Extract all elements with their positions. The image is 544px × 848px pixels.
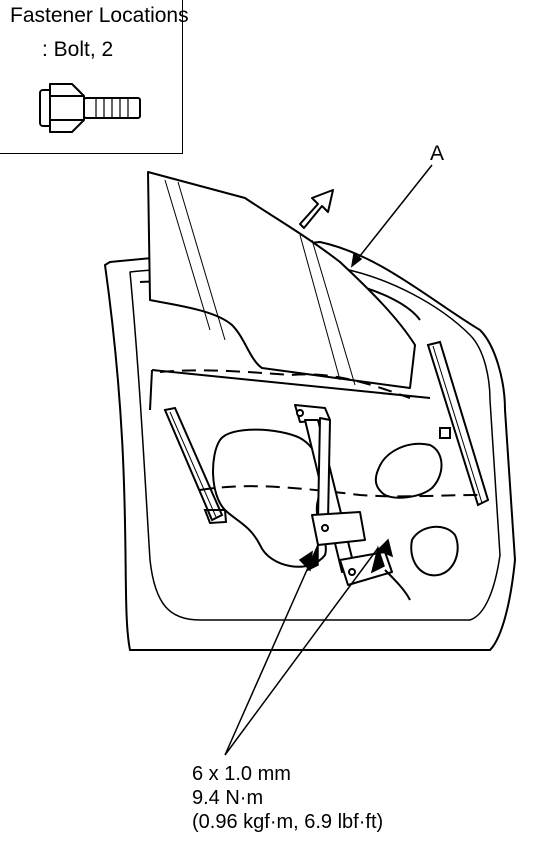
removal-direction-arrow — [299, 189, 334, 229]
legend-item-label: : Bolt, 2 — [42, 38, 114, 61]
service-holes — [212, 428, 459, 577]
torque-leader-lines — [224, 538, 394, 756]
torque-nm: 9.4 N·m — [192, 787, 264, 809]
front-channel — [163, 406, 228, 525]
callout-a-leader — [350, 164, 433, 268]
inner-rail — [149, 369, 431, 411]
window-glass — [147, 171, 416, 389]
torque-size: 6 x 1.0 mm — [192, 763, 291, 785]
fastener-legend-box: Fastener Locations : Bolt, 2 — [0, 0, 189, 154]
rear-channel — [426, 340, 490, 507]
hex-flange-bolt-icon — [39, 83, 141, 133]
torque-spec: 6 x 1.0 mm 9.4 N·m (0.96 kgf·m, 6.9 lbf·… — [192, 762, 383, 834]
legend-title: Fastener Locations — [10, 4, 189, 27]
torque-alt-units: (0.96 kgf·m, 6.9 lbf·ft) — [192, 811, 384, 833]
callout-label-a: A — [430, 142, 445, 165]
dashed-reference-line — [199, 485, 481, 498]
